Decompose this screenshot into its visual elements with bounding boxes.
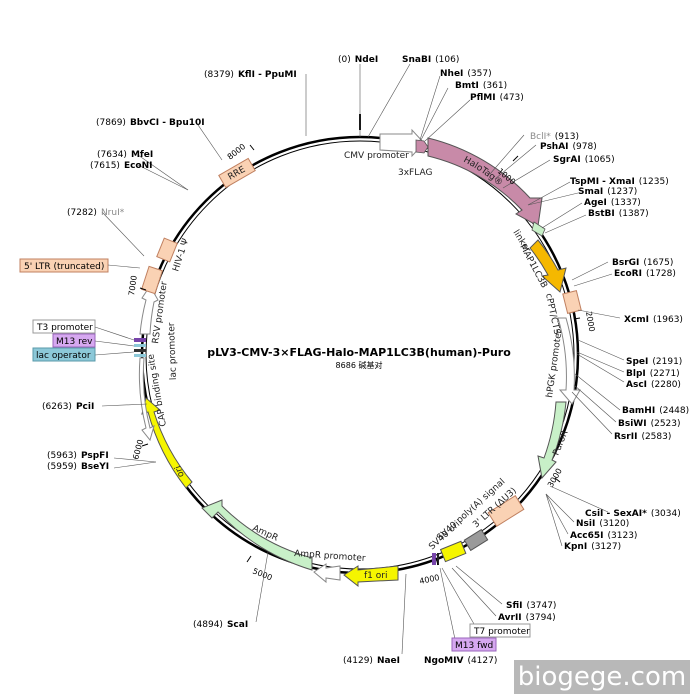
site-sgrai: SgrAI(1065) xyxy=(553,155,615,165)
site-agei: AgeI(1337) xyxy=(584,198,641,208)
site-smai: SmaI(1237) xyxy=(578,187,637,197)
svg-text:T7 promoter: T7 promoter xyxy=(473,627,530,637)
label-f1-ori: f1 ori xyxy=(364,571,387,581)
label-ampr-promoter: AmpR promoter xyxy=(294,549,366,564)
label-cppt-cts: cPPT/CTS xyxy=(543,293,562,336)
site-ecori: EcoRI(1728) xyxy=(614,269,676,279)
feature-sv40-polya xyxy=(463,528,489,552)
feature-map1lc3b xyxy=(529,239,567,293)
svg-text:lac operator: lac operator xyxy=(36,351,91,361)
site-pcii: (6263)PciI xyxy=(42,402,94,412)
feature-lac-operator-mark xyxy=(134,338,146,357)
site-blpi: BlpI(2271) xyxy=(626,369,680,379)
tick-4000: 4000 xyxy=(419,573,441,586)
tick-8000: 8000 xyxy=(226,142,248,162)
tag-m13-rev: M13 rev xyxy=(52,333,96,348)
label-lac-promoter: lac promoter xyxy=(167,322,179,380)
feature-linker xyxy=(531,221,546,237)
feature-f1-ori xyxy=(343,565,399,588)
svg-text:M13 rev: M13 rev xyxy=(56,337,93,347)
site-spei: SpeI(2191) xyxy=(626,357,682,367)
site-asci: AscI(2280) xyxy=(626,380,681,390)
site-bcli: BclI*(913) xyxy=(530,132,579,142)
label-hpgk-promoter: hPGK promoter xyxy=(545,329,564,399)
site-snabi: SnaBI(106) xyxy=(402,55,459,65)
site-nhei: NheI(357) xyxy=(440,69,492,79)
site-bmti: BmtI(361) xyxy=(455,81,507,91)
site-csii-sexai: CsiI - SexAI*(3034) xyxy=(585,509,681,519)
site-ngomiv: NgoMIV(4127) xyxy=(424,656,497,666)
tag-t7-promoter: T7 promoter xyxy=(469,623,531,638)
site-naei: (4129)NaeI xyxy=(343,656,400,666)
tick-7000: 7000 xyxy=(127,275,139,296)
watermark: biogege.com xyxy=(514,660,690,694)
site-mfei: (7634)MfeI xyxy=(97,150,153,160)
svg-text:M13 fwd: M13 fwd xyxy=(455,641,493,651)
feature-ampr-promoter xyxy=(313,563,341,584)
site-ndei: (0)NdeI xyxy=(338,55,378,65)
site-econi: (7615)EcoNI xyxy=(90,161,152,171)
site-pshai: PshAI(978) xyxy=(540,142,597,152)
feature-halotag xyxy=(427,137,543,227)
tag-t3-promoter: T3 promoter xyxy=(32,319,96,334)
plasmid-title: pLV3-CMV-3×FLAG-Halo-MAP1LC3B(human)-Pur… xyxy=(207,346,511,359)
tag-5ltr-truncated: 5' LTR (truncated) xyxy=(19,258,109,273)
site-bstbi: BstBI(1387) xyxy=(588,209,649,219)
tick-marks xyxy=(139,144,581,566)
label-cmv-promoter: CMV promoter xyxy=(344,151,409,161)
tag-leader-lines xyxy=(94,264,141,356)
feature-3ltr xyxy=(487,495,525,527)
feature-rre xyxy=(218,157,256,189)
feature-ori xyxy=(141,397,193,489)
site-bsiwi: BsiWI(2523) xyxy=(618,419,681,429)
feature-cap-lac xyxy=(138,357,155,442)
site-bseyi: (5959)BseYI xyxy=(47,462,109,472)
tick-2000: 2000 xyxy=(584,311,596,333)
site-kpni: KpnI(3127) xyxy=(564,542,621,552)
site-kfli-ppumi: (8379)KflI - PpuMI xyxy=(204,70,297,80)
site-avrii: AvrII(3794) xyxy=(498,613,556,623)
site-bbvci-bpu10i: (7869)BbvCI - Bpu10I xyxy=(96,118,205,128)
feature-3xflag xyxy=(415,139,429,154)
svg-text:5' LTR (truncated): 5' LTR (truncated) xyxy=(24,262,104,272)
feature-hpgk-promoter xyxy=(557,317,581,405)
site-sfii: SfiI(3747) xyxy=(506,601,556,611)
site-bamhi: BamHI(2448) xyxy=(622,406,689,416)
tick-5000: 5000 xyxy=(251,567,273,583)
site-pspfi: (5963)PspFI xyxy=(47,451,109,461)
site-bsrgi: BsrGI(1675) xyxy=(612,258,673,268)
tag-m13-fwd: M13 fwd xyxy=(451,637,497,652)
feature-puror xyxy=(537,401,567,480)
site-leader-lines xyxy=(101,63,625,655)
label-3xflag: 3xFLAG xyxy=(398,168,432,178)
svg-text:T3 promoter: T3 promoter xyxy=(36,323,93,333)
tick-6000: 6000 xyxy=(131,439,145,461)
site-nsii: NsiI(3120) xyxy=(576,519,629,529)
feature-hiv-psi xyxy=(141,237,178,295)
plasmid-size: 8686 碱基对 xyxy=(336,360,383,370)
site-xcmi: XcmI(1963) xyxy=(624,315,683,325)
feature-cppt-cts xyxy=(562,289,582,315)
site-acc65i: Acc65I(3123) xyxy=(570,531,637,541)
site-nrui: (7282)NruI* xyxy=(67,208,125,218)
site-rsrii: RsrII(2583) xyxy=(614,432,671,442)
feature-primer-marks xyxy=(432,553,439,565)
site-tspmi-xmai: TspMI - XmaI(1235) xyxy=(570,177,669,187)
site-pflmi: PflMI(473) xyxy=(470,93,524,103)
label-ori: ori xyxy=(173,464,186,478)
site-scai: (4894)ScaI xyxy=(193,620,248,630)
feature-sv40-ori xyxy=(439,540,467,563)
tag-lac-operator: lac operator xyxy=(32,347,96,362)
feature-ampr xyxy=(201,499,313,571)
